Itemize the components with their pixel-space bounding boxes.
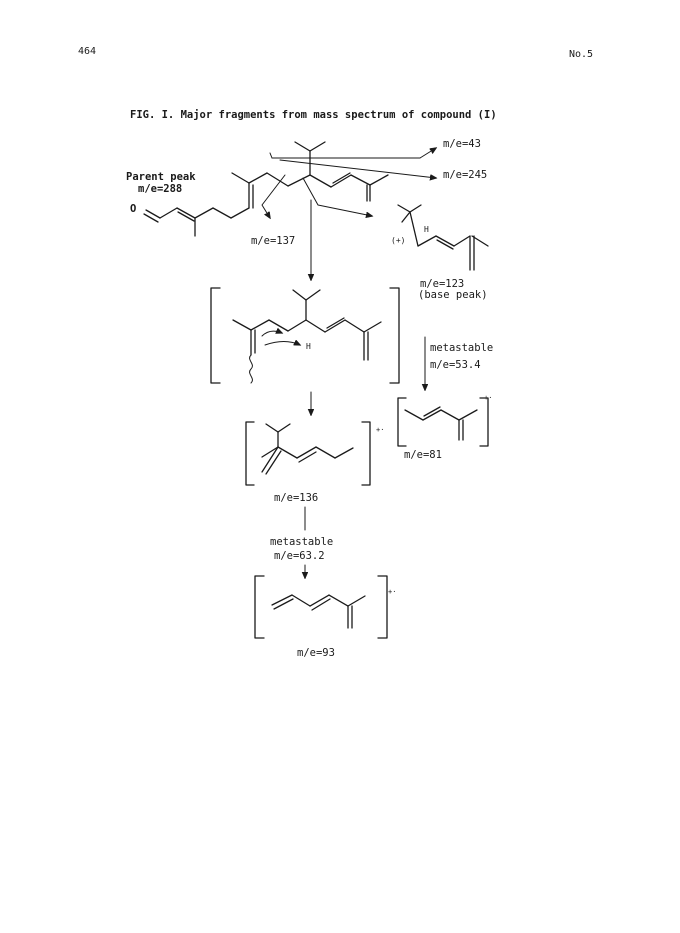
mz-137-label: m/e=137	[251, 235, 296, 247]
parent-peak-label: Parent peak	[126, 171, 196, 183]
hydrogen-label-fragment: H	[424, 225, 429, 234]
fragment-136-structure	[245, 421, 371, 486]
mz-81-label: m/e=81	[404, 449, 442, 461]
page-number: 464	[78, 46, 97, 57]
mz-93-label: m/e=93	[297, 647, 335, 659]
mz-245-label: m/e=245	[443, 169, 488, 181]
mz-123-label: m/e=123	[420, 278, 465, 290]
oxygen-atom-label: O	[130, 203, 137, 215]
issue-number: No.5	[569, 49, 594, 60]
rearrangement-intermediate	[210, 287, 400, 384]
fragment-123-structure	[397, 204, 489, 271]
mz-136-label: m/e=136	[274, 492, 319, 504]
base-peak-label: (base peak)	[418, 289, 488, 301]
charge-plus-label: (+)	[391, 236, 406, 245]
fragment-93-structure	[254, 575, 388, 639]
mz-43-label: m/e=43	[443, 138, 481, 150]
hydrogen-label-rearrangement: H	[306, 342, 311, 351]
metastable-label-1: metastable	[430, 342, 494, 354]
radical-cation-93: +·	[388, 588, 397, 596]
metastable-label-2: metastable	[270, 536, 334, 548]
fragment-81-structure	[397, 397, 489, 447]
radical-cation-136: +·	[376, 426, 385, 434]
parent-mz-label: m/e=288	[138, 183, 183, 195]
metastable-mz-label-1: m/e=53.4	[430, 359, 481, 371]
figure-caption: FIG. I. Major fragments from mass spectr…	[130, 109, 497, 121]
parent-molecule-structure	[143, 141, 389, 237]
metastable-mz-label-2: m/e=63.2	[274, 550, 325, 562]
